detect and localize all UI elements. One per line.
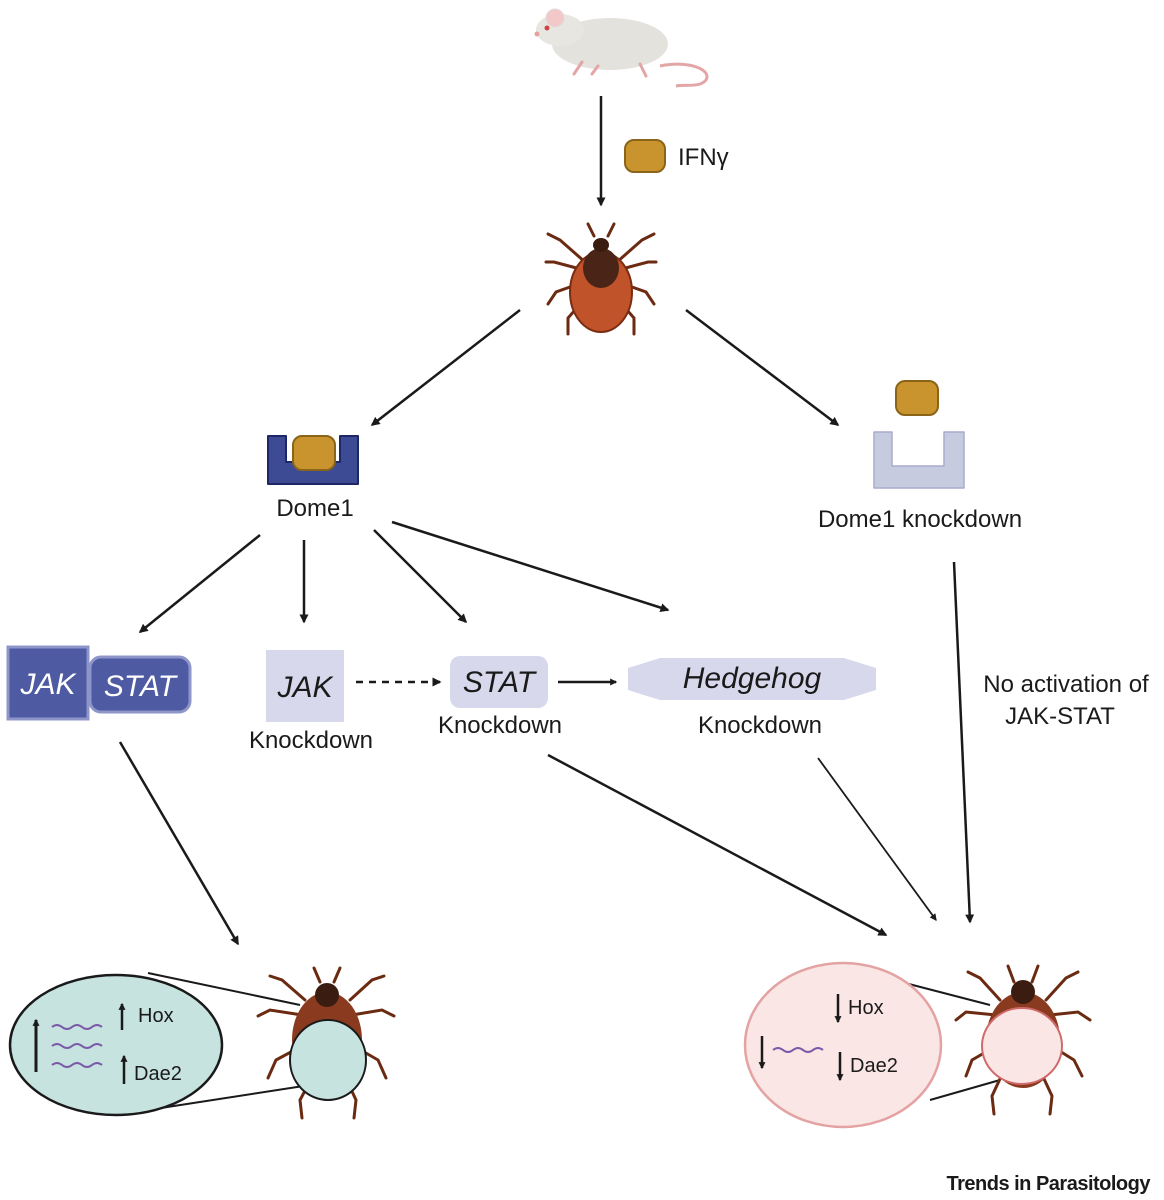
- downregulated-outcome: Hox Dae2: [743, 961, 1092, 1129]
- no-activation-label-line1: No activation of: [983, 671, 1149, 698]
- stat-box-active: [88, 655, 192, 714]
- arrow-dome1-to-stat-knockdown: [373, 529, 468, 624]
- arrow-dome1-to-jak-stat: [138, 534, 261, 633]
- upregulated-outcome: Hox Dae2: [8, 966, 396, 1120]
- arrow-tick-to-dome1: [370, 309, 521, 426]
- stat-active-label: STAT: [104, 670, 179, 703]
- ifn-gamma-icon: [624, 139, 666, 173]
- arrow-jak-stat-to-upregulated-tick: [118, 741, 240, 946]
- jak-box-active: [6, 645, 90, 721]
- hox-down-label: Hox: [848, 997, 884, 1019]
- dae2-down-label: Dae2: [850, 1055, 898, 1077]
- dae2-up-label: Dae2: [134, 1063, 182, 1085]
- hedgehog-knockdown-box: [628, 658, 876, 700]
- arrow-stat-knockdown-to-downregulated-tick: [547, 753, 888, 937]
- dome1-knockdown-receptor-icon: [873, 380, 965, 489]
- hedgehog-knockdown-caption: Knockdown: [698, 712, 822, 739]
- hox-up-label: Hox: [138, 1005, 174, 1027]
- jak-knockdown-label: JAK: [276, 671, 334, 704]
- hedgehog-knockdown-label: Hedgehog: [683, 662, 822, 695]
- jak-knockdown-box: [266, 650, 344, 722]
- dome1-receptor-icon: [267, 435, 359, 485]
- journal-footer: Trends in Parasitology: [946, 1173, 1150, 1195]
- jak-knockdown-caption: Knockdown: [249, 727, 373, 754]
- mouse-icon: [534, 8, 709, 88]
- arrow-dome1-knockdown-to-outcome: [952, 561, 975, 924]
- arrow-dome1-to-hedgehog-knockdown: [391, 520, 670, 613]
- tick-icon: [544, 222, 658, 336]
- stat-knockdown-box: [450, 656, 548, 708]
- arrow-hedgehog-knockdown-to-downregulated-tick: [817, 757, 937, 921]
- jak-active-label: JAK: [19, 668, 77, 701]
- ifn-gamma-label: IFNγ: [678, 144, 729, 171]
- stat-knockdown-label: STAT: [463, 666, 538, 699]
- dome1-knockdown-label: Dome1 knockdown: [818, 506, 1022, 533]
- stat-knockdown-caption: Knockdown: [438, 712, 562, 739]
- arrow-tick-to-dome1-knockdown: [685, 309, 840, 426]
- dome1-label: Dome1: [276, 495, 353, 522]
- no-activation-label-line2: JAK-STAT: [1005, 703, 1115, 730]
